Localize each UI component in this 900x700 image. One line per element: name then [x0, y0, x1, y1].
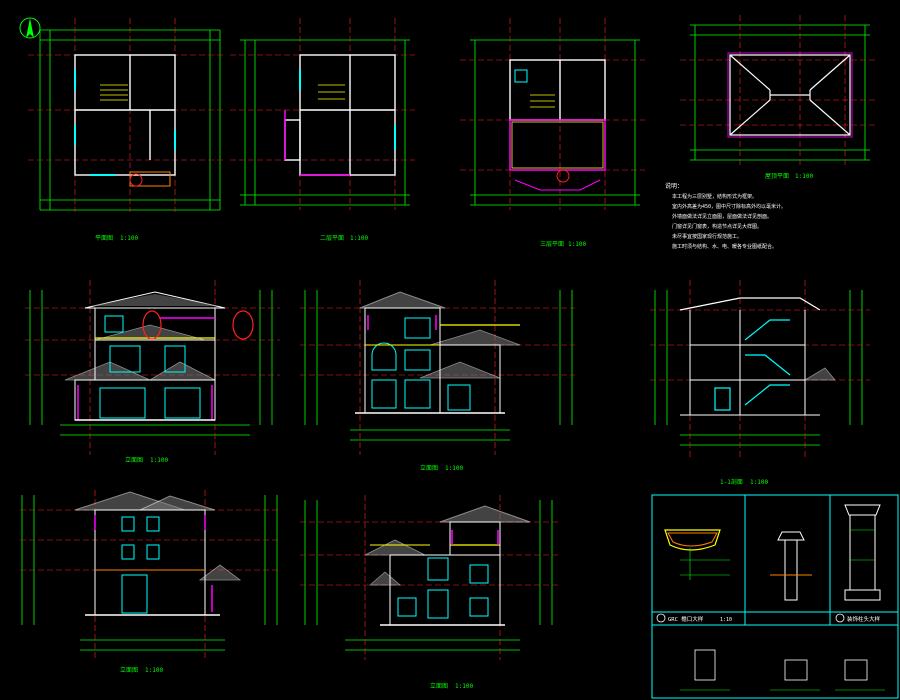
- svg-text:三层平面: 三层平面: [540, 241, 564, 248]
- notes-heading: 说明：: [665, 182, 683, 190]
- north-arrow-icon: [19, 17, 41, 39]
- note-line: 施工时须与结构、水、电、暖各专业图纸配合。: [672, 243, 777, 250]
- roof-plan-scale: 1:100: [795, 173, 813, 180]
- elevation-2: 立面图 1:100: [300, 280, 575, 472]
- floor-plan-1: 平面图 1:100: [28, 18, 225, 242]
- elevation-3-scale: 1:100: [145, 667, 163, 674]
- detail-1-label: GRC 檐口大样: [668, 615, 704, 623]
- svg-text:二层平面: 二层平面: [320, 235, 344, 242]
- svg-text:立面图: 立面图: [120, 666, 138, 674]
- roof-plan: 屋顶平面 1:100: [680, 15, 875, 180]
- svg-text:立面图: 立面图: [125, 456, 143, 464]
- svg-text:立面图: 立面图: [420, 464, 438, 472]
- elevation-1-scale: 1:100: [150, 457, 168, 464]
- detail-2-label: 装饰柱头大样: [847, 615, 881, 623]
- svg-text:屋顶平面: 屋顶平面: [765, 173, 789, 180]
- floor-plan-3: 三层平面 1:100: [460, 18, 645, 248]
- plan-2-scale: 1:100: [350, 235, 368, 242]
- plan-1-scale: 1:100: [120, 235, 138, 242]
- floor-plan-2: 二层平面 1:100: [230, 18, 415, 242]
- note-line: 未尽事宜按国家现行规范施工。: [672, 233, 742, 240]
- section-title: 1-1剖面: [720, 478, 743, 486]
- plan-3-scale: 1:100: [568, 241, 586, 248]
- detail-sheet: GRC 檐口大样 1:10 装饰柱头大样: [651, 494, 899, 699]
- elevation-3: 立面图 1:100: [20, 490, 280, 674]
- note-line: 外墙面做法详见立面图，屋面做法详见剖面。: [672, 213, 772, 220]
- elevation-4: 立面图 1:100: [300, 495, 560, 690]
- elevation-2-scale: 1:100: [445, 465, 463, 472]
- section-1-1: 1-1剖面 1:100: [650, 280, 870, 486]
- svg-text:平面图: 平面图: [95, 235, 113, 242]
- elevation-1: 立面图 1:100: [25, 280, 280, 464]
- note-line: 本工程为三层别墅，结构形式为框架。: [672, 193, 757, 200]
- note-line: 室内外高差为450，图中尺寸除标高外均以毫米计。: [672, 203, 786, 210]
- detail-1-scale: 1:10: [720, 617, 732, 623]
- section-scale: 1:100: [750, 479, 768, 486]
- svg-text:立面图: 立面图: [430, 682, 448, 690]
- elevation-4-scale: 1:100: [455, 683, 473, 690]
- design-notes: 说明： 本工程为三层别墅，结构形式为框架。 室内外高差为450，图中尺寸除标高外…: [665, 182, 786, 250]
- note-line: 门窗详见门窗表，构造节点详见大样图。: [672, 223, 762, 230]
